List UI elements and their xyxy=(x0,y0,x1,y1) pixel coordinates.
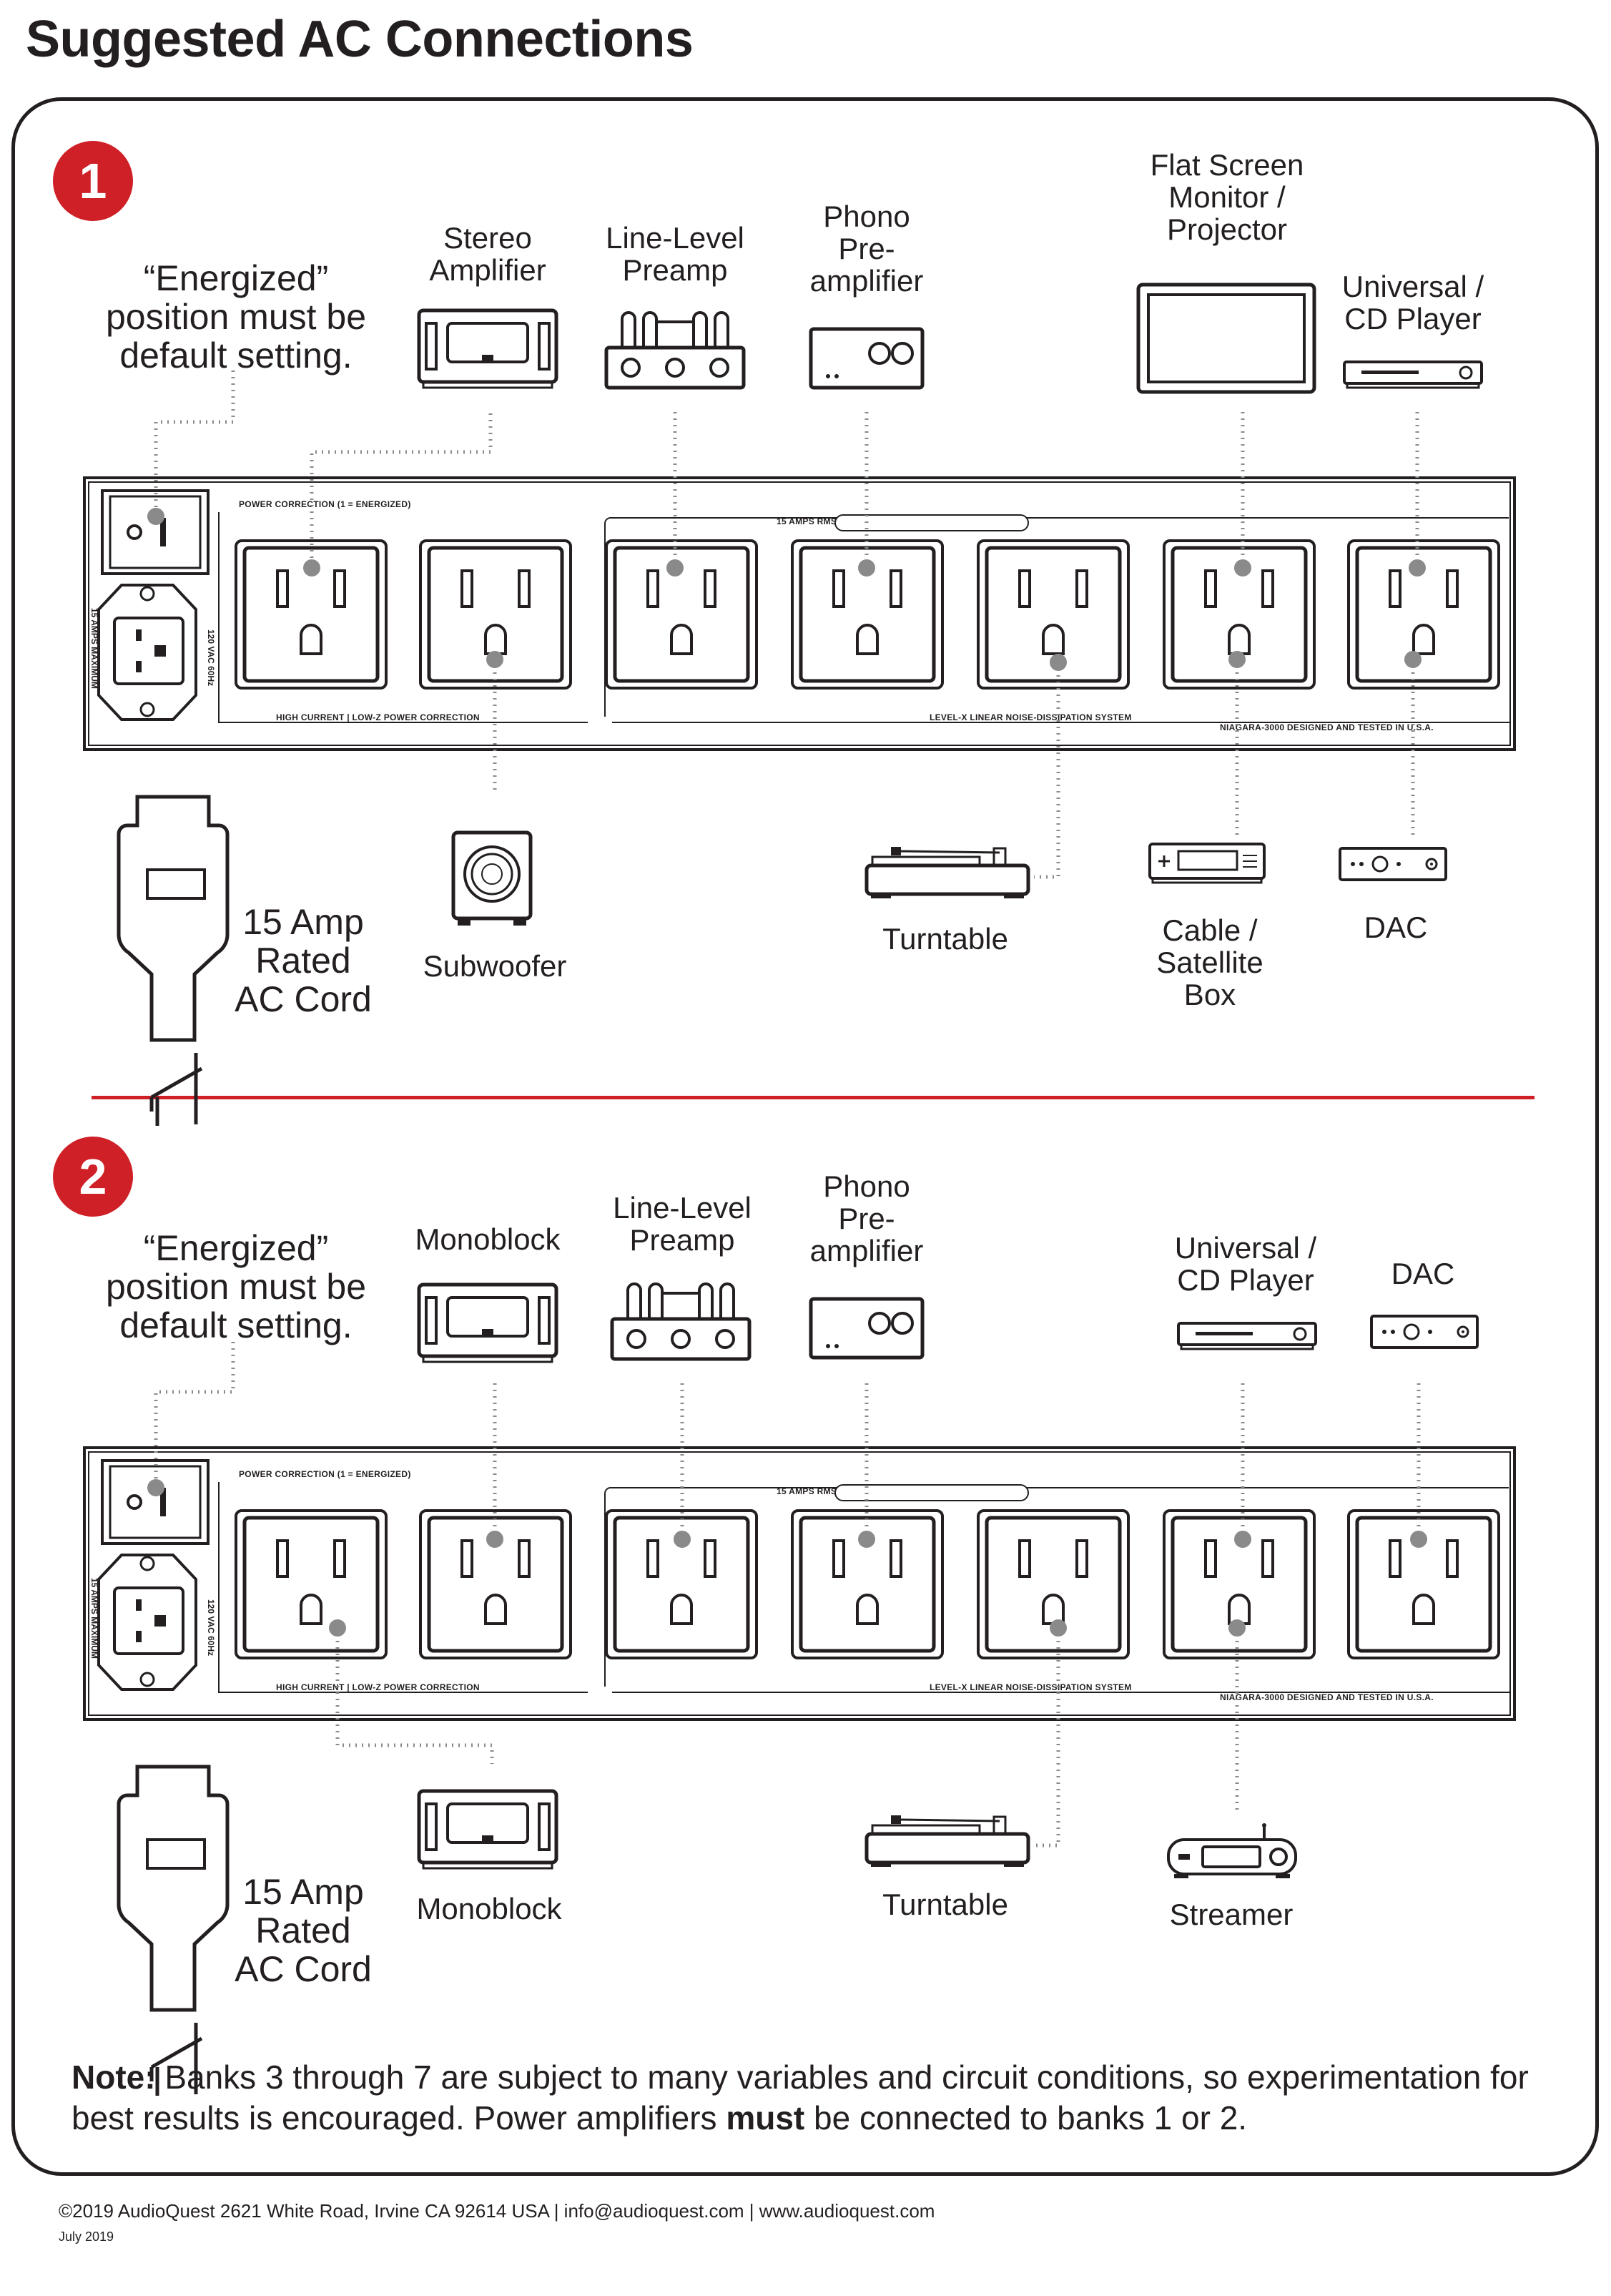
tube-preamp-icon xyxy=(612,1284,749,1359)
connector-dots-2 xyxy=(147,1479,1427,1637)
monitor-icon xyxy=(1136,283,1316,394)
energized-note-2: “Energized” position must be default set… xyxy=(106,1229,366,1345)
power-strip-1 xyxy=(83,476,1516,751)
energized-line: position must be xyxy=(105,1267,367,1307)
connector-lines-2 xyxy=(154,1342,1421,1848)
cd-player-icon xyxy=(1343,360,1483,389)
amplifier-icon xyxy=(419,1285,556,1362)
energized-line: default setting. xyxy=(119,1305,353,1345)
label-turntable-2: Turntable xyxy=(882,1888,1008,1921)
label-dac-1: DAC xyxy=(1364,911,1428,944)
note-paragraph: Note: Banks 3 through 7 are subject to m… xyxy=(72,2057,1559,2139)
dac-icon xyxy=(1370,1315,1479,1349)
diagram-frame xyxy=(11,97,1599,2176)
energized-line: position must be xyxy=(105,297,367,337)
amplifier-icon xyxy=(419,1791,556,1868)
turntable-icon xyxy=(867,847,1028,898)
label-turntable-1: Turntable xyxy=(882,922,1008,956)
dac-icon xyxy=(1339,847,1447,881)
note-label: Note: xyxy=(72,2059,156,2096)
model-text: NIAGARA-3000 DESIGNED AND TESTED IN U.S.… xyxy=(1220,722,1434,732)
phono-preamp-icon xyxy=(811,1299,922,1358)
label-streamer: Streamer xyxy=(1169,1898,1294,1931)
energized-line: default setting. xyxy=(119,335,353,376)
label-universal-cd-player: Universal /CD Player xyxy=(1341,270,1484,335)
note-emphasis: must xyxy=(726,2099,805,2136)
turntable-icon xyxy=(867,1815,1028,1867)
connector-dots-1 xyxy=(147,508,1426,671)
label-monoblock-top: Monoblock xyxy=(415,1222,561,1256)
power-strip-2 xyxy=(83,1446,1516,1721)
ac-plug-icon xyxy=(119,797,227,1126)
footer-date: July 2019 xyxy=(59,2229,114,2244)
energized-line: “Energized” xyxy=(143,1228,329,1268)
cd-player-icon xyxy=(1177,1322,1317,1350)
energized-line: “Energized” xyxy=(143,258,329,298)
label-universal-cd-player-2: Universal /CD Player xyxy=(1174,1231,1317,1297)
high-current-text-2: HIGH CURRENT | LOW-Z POWER CORRECTION xyxy=(276,1682,480,1692)
label-monoblock-bottom: Monoblock xyxy=(416,1892,562,1925)
connector-lines-1 xyxy=(154,371,1419,879)
subwoofer-icon xyxy=(453,833,531,926)
step-badge-1: 1 xyxy=(53,141,133,221)
energized-note-1: “Energized” position must be default set… xyxy=(106,259,366,375)
high-current-text: HIGH CURRENT | LOW-Z POWER CORRECTION xyxy=(276,712,480,722)
levelx-text: LEVEL-X LINEAR NOISE-DISSIPATION SYSTEM xyxy=(930,712,1132,722)
label-subwoofer: Subwoofer xyxy=(423,949,567,983)
footer-contact: ©2019 AudioQuest 2621 White Road, Irvine… xyxy=(59,2200,935,2222)
streamer-icon xyxy=(1167,1822,1297,1880)
levelx-text-2: LEVEL-X LINEAR NOISE-DISSIPATION SYSTEM xyxy=(930,1682,1132,1692)
ac-plug-icon xyxy=(119,1767,227,2096)
satellite-box-icon xyxy=(1148,843,1266,884)
power-correction-text-2: POWER CORRECTION (1 = ENERGIZED) xyxy=(239,1469,411,1479)
page-title: Suggested AC Connections xyxy=(26,11,694,68)
power-correction-text: POWER CORRECTION (1 = ENERGIZED) xyxy=(239,499,411,509)
note-text-2: be connected to banks 1 or 2. xyxy=(804,2099,1248,2136)
step-badge-2: 2 xyxy=(53,1137,133,1217)
note-text-1: Banks 3 through 7 are subject to many va… xyxy=(72,2059,1529,2136)
section-divider xyxy=(92,1096,1534,1099)
label-dac-2: DAC xyxy=(1391,1257,1455,1290)
phono-preamp-icon xyxy=(811,329,922,388)
amplifier-icon xyxy=(419,310,556,388)
tube-preamp-icon xyxy=(606,313,744,388)
model-text-2: NIAGARA-3000 DESIGNED AND TESTED IN U.S.… xyxy=(1220,1692,1434,1702)
